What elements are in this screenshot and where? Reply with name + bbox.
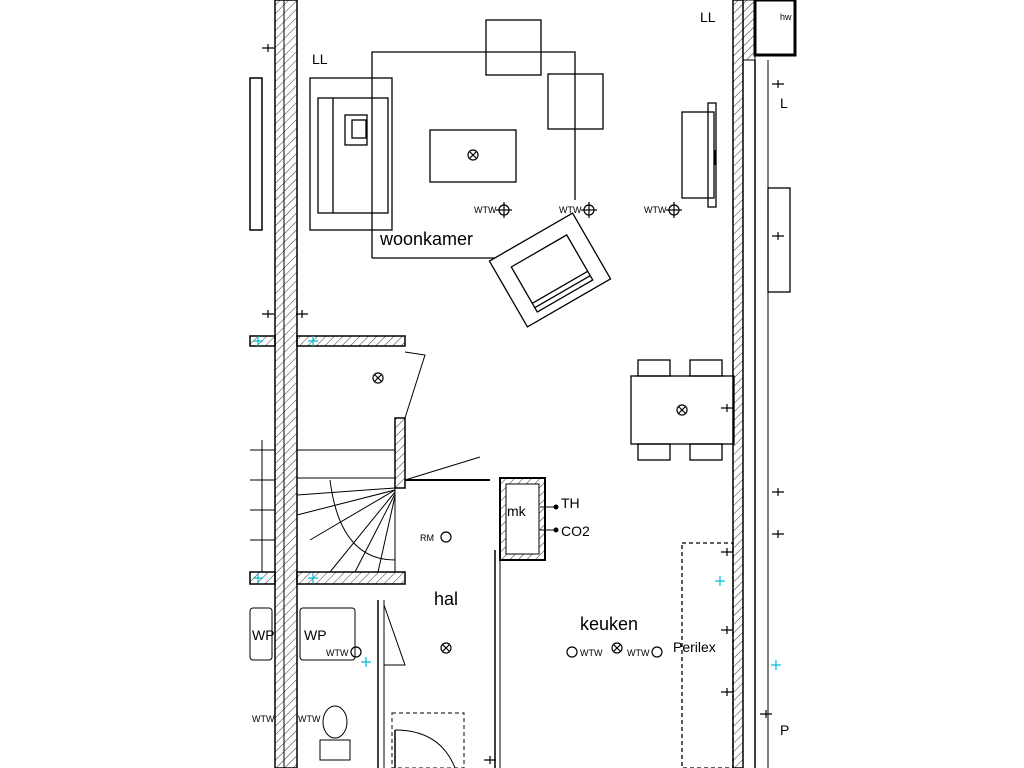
lamp-stair (372, 372, 384, 384)
room-label-keuken: keuken (580, 614, 638, 634)
label-wtw-k1: WTW (580, 648, 603, 658)
label-l-right: L (780, 95, 788, 111)
meter-cupboard (499, 477, 559, 561)
wc-area (249, 607, 356, 761)
coffee-table (429, 129, 517, 183)
lamp-living (467, 149, 479, 161)
label-wtw-1: WTW (474, 205, 497, 215)
reading-chair (488, 212, 612, 328)
hw-box (753, 0, 797, 57)
doors (383, 351, 481, 768)
vent-points (350, 202, 682, 658)
label-rm: RM (420, 533, 434, 543)
accent-markers (253, 336, 781, 670)
label-wp-left: WP (252, 627, 275, 643)
room-label-woonkamer: woonkamer (379, 229, 473, 249)
sofa (309, 77, 393, 231)
label-ll-left: LL (312, 51, 328, 67)
tv-unit (681, 111, 715, 199)
label-wtw-br: WTW (298, 714, 321, 724)
label-co2: CO2 (561, 523, 590, 539)
armchair-1 (485, 19, 542, 76)
room-label-mk: mk (507, 503, 527, 519)
left-wall (274, 0, 298, 768)
kitchen-counter (681, 542, 734, 768)
walls (249, 0, 797, 768)
rug-outline (371, 51, 576, 258)
lamp-kitchen (611, 642, 623, 654)
label-wtw-k2: WTW (627, 648, 650, 658)
room-label-hal: hal (434, 589, 458, 609)
dining-table (630, 375, 735, 445)
label-wtw-wc: WTW (326, 648, 349, 658)
label-hw: hw (780, 12, 792, 22)
label-p-right: P (780, 722, 789, 738)
stair-wall-top (296, 335, 406, 347)
label-wtw-2: WTW (559, 205, 582, 215)
lamp-hall (440, 642, 452, 654)
label-perilex: Perilex (673, 639, 716, 655)
lamp-dining (676, 404, 688, 416)
right-wall (732, 0, 744, 768)
label-wp-right: WP (304, 627, 327, 643)
outlets (262, 44, 784, 764)
label-wtw-bl: WTW (252, 714, 275, 724)
label-ll-top: LL (700, 9, 716, 25)
light-fixtures (372, 149, 688, 654)
living-furniture (309, 19, 791, 768)
armchair-2 (547, 73, 604, 130)
label-wtw-3: WTW (644, 205, 667, 215)
label-th: TH (561, 495, 580, 511)
staircase (250, 440, 396, 573)
